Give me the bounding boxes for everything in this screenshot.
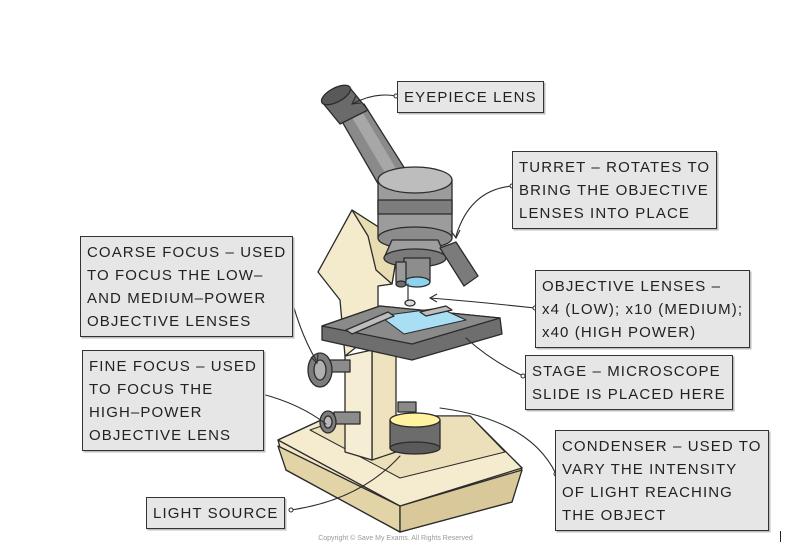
eyepiece-lens-label: EYEPIECE LENS [397, 81, 544, 113]
turret-label: TURRET – ROTATES TO BRING THE OBJECTIVE … [512, 151, 718, 229]
fine-focus-knob [319, 401, 417, 434]
light-source-label: LIGHT SOURCE [146, 497, 286, 529]
coarse-focus-knob [307, 352, 351, 388]
leader-fine-focus [261, 393, 327, 425]
coarse-focus-label-line: TO FOCUS THE LOW– [87, 267, 264, 284]
coarse-focus-label-line: AND MEDIUM–POWER [87, 290, 267, 307]
turret-housing [377, 166, 453, 268]
condenser-light [389, 412, 441, 455]
objective-lenses-label-line: x40 (HIGH POWER) [542, 324, 697, 341]
stage-label-line: SLIDE IS PLACED HERE [532, 386, 726, 403]
condenser-label: CONDENSER – USED TO VARY THE INTENSITY O… [555, 430, 769, 531]
text-cursor-mark [780, 531, 781, 542]
objective-lenses-label: OBJECTIVE LENSES – x4 (LOW); x10 (MEDIUM… [535, 270, 751, 348]
leader-condenser [439, 407, 557, 475]
coarse-focus-label: COARSE FOCUS – USED TO FOCUS THE LOW– AN… [80, 236, 294, 337]
leader-eyepiece [351, 94, 397, 105]
leader-light-source [290, 455, 401, 511]
fine-focus-label-line: OBJECTIVE LENS [89, 427, 232, 444]
objective-lenses-label-line: x4 (LOW); x10 (MEDIUM); [542, 301, 744, 318]
condenser-label-line: THE OBJECT [562, 507, 667, 524]
objective-lenses-label-line: OBJECTIVE LENSES – [542, 278, 722, 295]
light-source-label-line: LIGHT SOURCE [153, 505, 279, 522]
turret-label-line: LENSES INTO PLACE [519, 205, 690, 222]
microscope-stage [321, 305, 503, 361]
stage-label-line: STAGE – MICROSCOPE [532, 363, 721, 380]
coarse-focus-label-line: COARSE FOCUS – USED [87, 244, 287, 261]
condenser-label-line: VARY THE INTENSITY [562, 461, 738, 478]
fine-focus-label-line: TO FOCUS THE [89, 381, 214, 398]
eyepiece-lens-label-line: EYEPIECE LENS [404, 89, 537, 106]
leader-stage [465, 337, 524, 377]
leader-turret [455, 185, 513, 237]
turret-label-line: BRING THE OBJECTIVE [519, 182, 709, 199]
fine-focus-label-line: HIGH–POWER [89, 404, 203, 421]
fine-focus-label: FINE FOCUS – USED TO FOCUS THE HIGH–POWE… [82, 350, 264, 451]
coarse-focus-label-line: OBJECTIVE LENSES [87, 313, 252, 330]
objective-lenses [395, 241, 479, 307]
condenser-label-line: OF LIGHT REACHING [562, 484, 733, 501]
stage-label: STAGE – MICROSCOPE SLIDE IS PLACED HERE [525, 355, 733, 410]
fine-focus-label-line: FINE FOCUS – USED [89, 358, 257, 375]
turret-label-line: TURRET – ROTATES TO [519, 159, 711, 176]
condenser-label-line: CONDENSER – USED TO [562, 438, 762, 455]
copyright-notice: Copyright © Save My Exams. All Rights Re… [318, 535, 473, 542]
leader-objective [429, 297, 536, 309]
